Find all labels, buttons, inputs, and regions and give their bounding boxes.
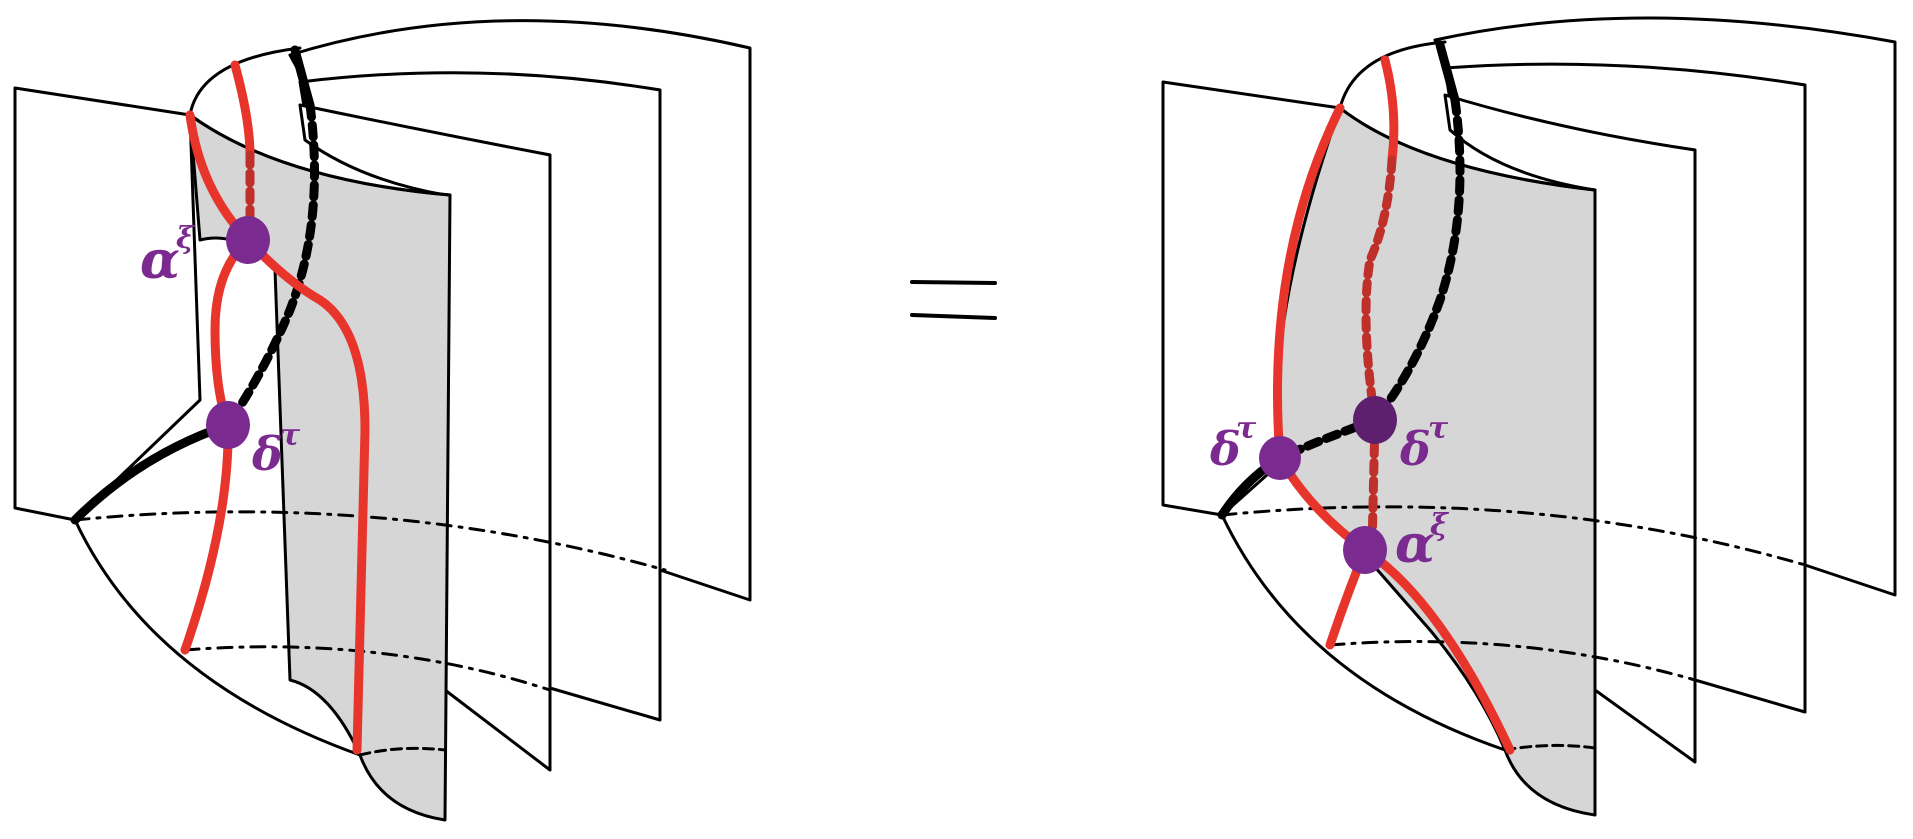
left-figure: α ξ δ τ <box>13 19 752 822</box>
left-delta-sup: τ <box>280 418 301 453</box>
equals-sign <box>910 280 997 320</box>
left-red-curve-middle <box>210 235 253 430</box>
right-delta-right-label: δ <box>1399 422 1431 476</box>
left-alpha-label: α <box>140 230 180 291</box>
right-sheet-2 <box>1443 93 1697 764</box>
right-figure: δ τ δ τ α ξ <box>1161 16 1897 817</box>
right-alpha-label: α <box>1395 514 1435 575</box>
left-red-curve-top <box>230 60 255 160</box>
right-black-seam-dashed <box>1370 95 1465 425</box>
right-front-shaded-sheet <box>1274 106 1597 817</box>
right-delta-left-vertex <box>1259 436 1301 480</box>
right-bottom-lobe <box>1220 513 1507 752</box>
right-black-seam-solid-top <box>1435 40 1460 105</box>
right-red-curve-left <box>1273 103 1370 555</box>
right-red-curve-top <box>1380 55 1399 165</box>
left-red-curve-right <box>243 235 370 755</box>
right-red-curve-bottom-right <box>1360 545 1515 755</box>
left-delta-label: δ <box>251 427 283 481</box>
right-red-curve-top-dashed <box>1361 155 1397 553</box>
right-delta-left-sup: τ <box>1236 411 1257 446</box>
left-black-seam-solid-top <box>290 45 315 110</box>
right-alpha-sup: ξ <box>1430 508 1450 543</box>
right-top-cap <box>1338 40 1597 192</box>
right-delta-right-sup: τ <box>1428 411 1449 446</box>
right-alpha-vertex <box>1343 526 1387 574</box>
left-dashed-arc-lower <box>183 645 552 692</box>
right-delta-right-vertex <box>1353 396 1397 444</box>
left-top-cap <box>188 46 452 197</box>
right-delta-left-label: δ <box>1209 422 1241 476</box>
left-flat-sheet <box>13 86 202 522</box>
left-dashed-arc-bottom <box>358 746 447 757</box>
right-dashed-arc-lower <box>1328 640 1697 682</box>
left-alpha-vertex <box>226 216 270 264</box>
left-delta-vertex <box>206 401 250 449</box>
left-red-curve-bottom <box>180 420 233 655</box>
left-alpha-sup: ξ <box>176 221 196 256</box>
left-black-seam-dashed <box>223 100 319 430</box>
left-sheet-2 <box>298 103 552 772</box>
left-bottom-lobe <box>73 518 362 757</box>
right-dashed-arc-upper <box>1220 505 1807 567</box>
left-dashed-arc-upper <box>73 510 667 572</box>
